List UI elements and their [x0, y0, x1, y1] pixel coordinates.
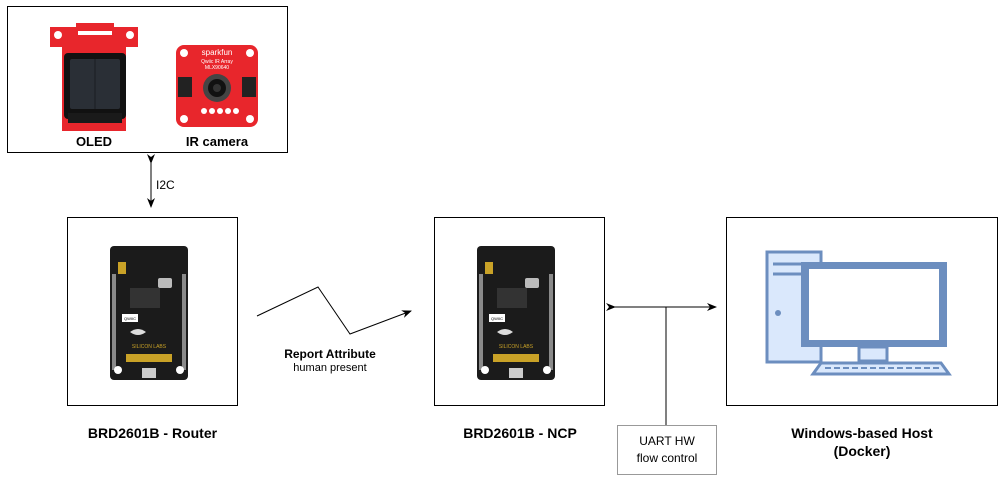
- host-label-line2: (Docker): [833, 443, 891, 459]
- router-silicon-text: SILICON LABS: [132, 344, 167, 350]
- host-box: [726, 217, 998, 406]
- ir-board-subtext: Qwiic IR Array: [201, 59, 233, 65]
- router-label: BRD2601B - Router: [87, 425, 218, 441]
- i2c-label: I2C: [156, 178, 175, 192]
- uart-box: UART HW flow control: [617, 425, 717, 475]
- ir-camera-board-image: sparkfun Qwiic IR Array MLX90640: [176, 45, 258, 127]
- ncp-box: QWIIC SILICON LABS: [434, 217, 605, 406]
- ncp-silicon-text: SILICON LABS: [499, 344, 534, 350]
- oled-module-image: [50, 21, 138, 131]
- ncp-board-image: QWIIC SILICON LABS: [477, 246, 555, 380]
- ncp-label: BRD2601B - NCP: [463, 425, 577, 441]
- ir-board-brand: sparkfun: [202, 48, 233, 57]
- router-qwiic-text: QWIIC: [124, 316, 136, 321]
- oled-label: OLED: [75, 134, 113, 149]
- uart-label-line1: UART HW: [639, 434, 695, 448]
- peripherals-box: sparkfun Qwiic IR Array MLX90640 OLED IR…: [7, 6, 288, 153]
- uart-label-line2: flow control: [636, 451, 698, 465]
- ir-camera-label: IR camera: [185, 134, 249, 149]
- host-label-line1: Windows-based Host: [791, 425, 933, 441]
- report-attribute-connector: [256, 286, 412, 335]
- router-box: QWIIC SILICON LABS: [67, 217, 238, 406]
- ncp-qwiic-text: QWIIC: [491, 316, 503, 321]
- report-attribute-subtitle: human present: [293, 362, 367, 374]
- computer-icon: [765, 250, 952, 376]
- report-attribute-title: Report Attribute: [284, 347, 376, 361]
- ir-board-model: MLX90640: [205, 65, 229, 71]
- router-board-image: QWIIC SILICON LABS: [110, 246, 188, 380]
